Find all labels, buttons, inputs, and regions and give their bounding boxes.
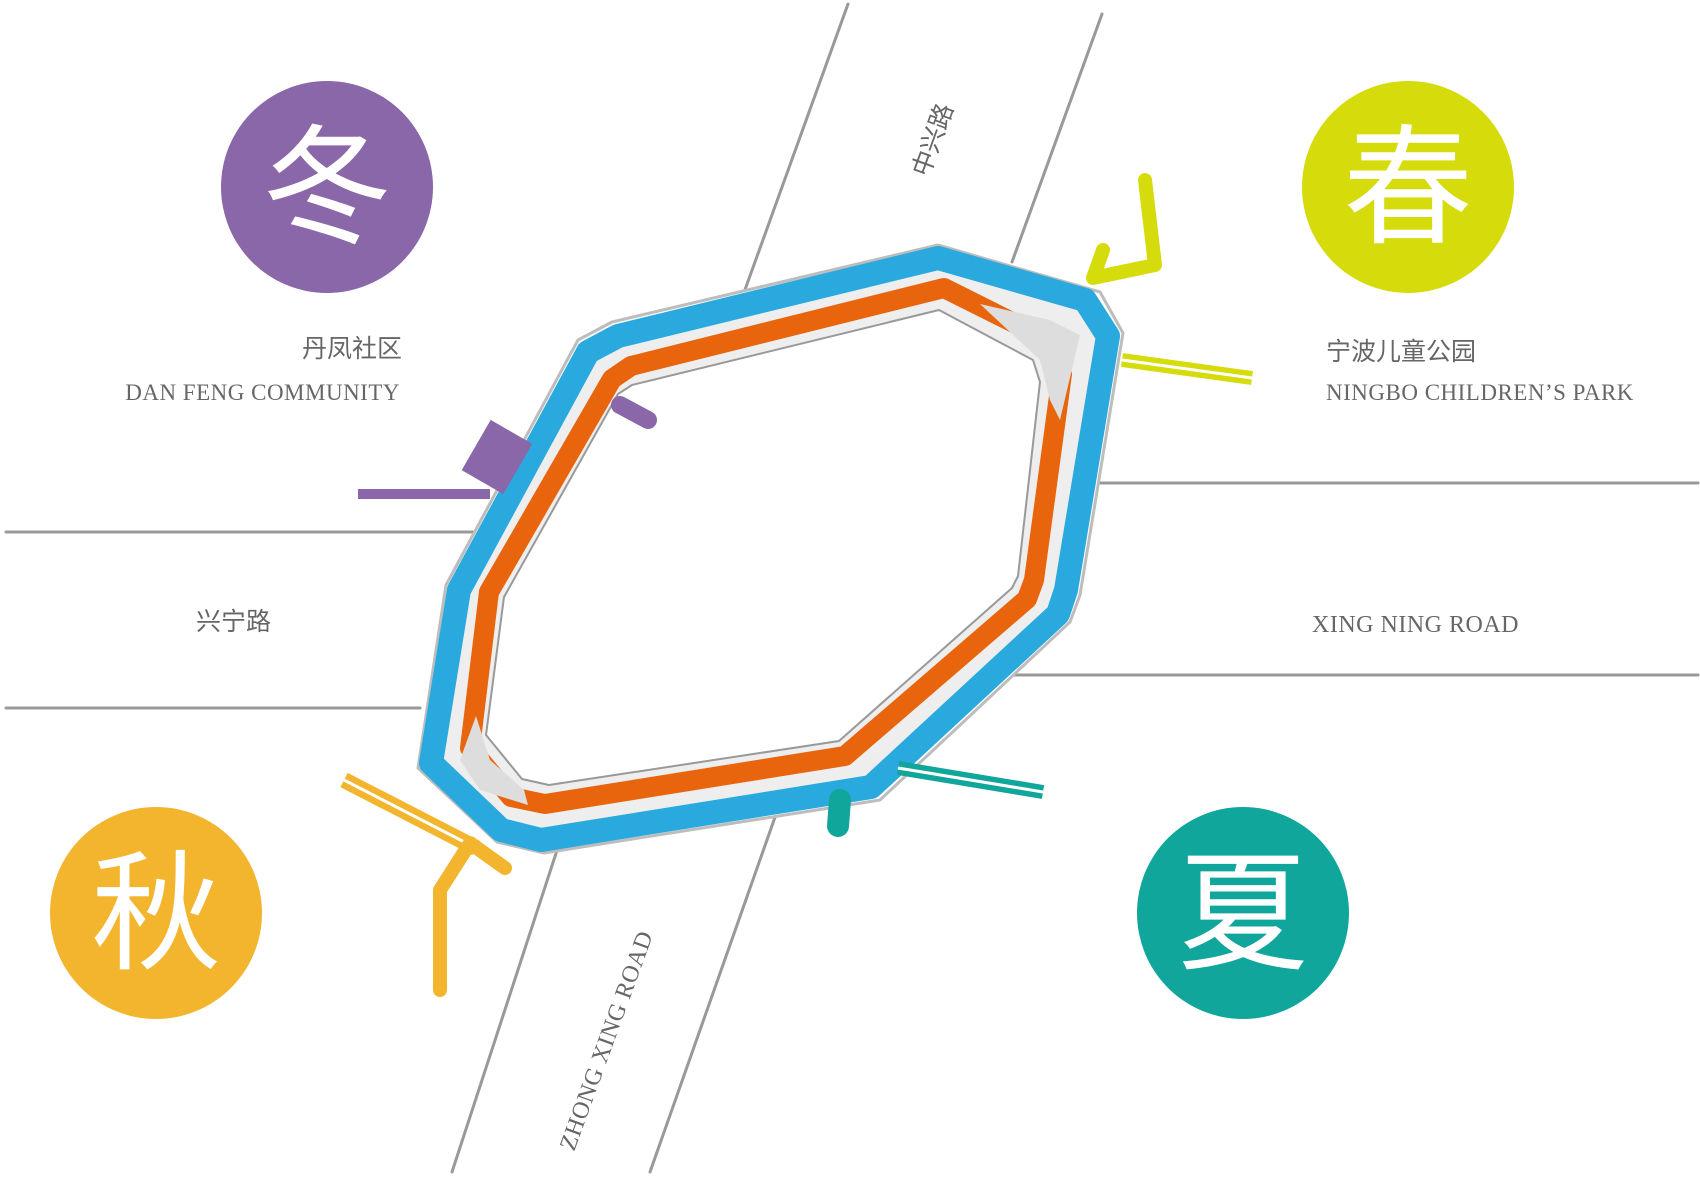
season-winter: 冬 [221, 81, 433, 293]
summer-circle [1137, 807, 1349, 1019]
children-park-en-label: NINGBO CHILDREN’S PARK [1326, 380, 1634, 405]
summer-ramp-path-inner [897, 766, 1044, 794]
spring-ramp-path-inner [1121, 358, 1253, 380]
blue-ring [419, 246, 1120, 852]
xingning-road-cn-label: 兴宁路 [196, 607, 271, 636]
zhongxing-road-cn-label: 中兴路 [906, 100, 959, 180]
zhongxing-road-en-label: ZHONG XING ROAD [555, 928, 659, 1154]
season-autumn: 秋 [50, 807, 262, 1019]
children-park-cn-label: 宁波儿童公园 [1326, 337, 1476, 366]
spring-circle [1302, 81, 1514, 293]
season-spring: 春 [1302, 81, 1514, 293]
access-ramps [340, 173, 1253, 997]
winter-char: 冬 [262, 112, 392, 264]
season-summer: 夏 [1137, 807, 1349, 1019]
winter-ramp-hook [611, 396, 657, 429]
ramp-sw [460, 716, 528, 805]
loop-bridge [416, 243, 1125, 855]
autumn-ramp-path-inner [343, 778, 477, 850]
autumn-ramp-hook [433, 836, 512, 997]
zhongxing-road-sw-segment [450, 833, 564, 1174]
dan-feng-cn-label: 丹凤社区 [302, 334, 402, 363]
summer-char: 夏 [1178, 838, 1308, 990]
summer-ramp-hook [827, 789, 851, 837]
xingning-road-en-label: XING NING ROAD [1312, 612, 1519, 638]
dan-feng-en-label: DAN FENG COMMUNITY [125, 380, 400, 405]
ramp-ne [980, 304, 1080, 420]
winter-circle [221, 81, 433, 293]
zhongxing-road-east-edge-lower [648, 801, 782, 1174]
autumn-circle [50, 807, 262, 1019]
winter-ramp-block [461, 419, 533, 495]
zhongxing-road-east-edge [1010, 12, 1104, 264]
spring-char: 春 [1343, 112, 1473, 264]
inner-void [485, 309, 1041, 786]
spring-ramp-hook [1086, 173, 1162, 285]
autumn-char: 秋 [91, 838, 221, 990]
